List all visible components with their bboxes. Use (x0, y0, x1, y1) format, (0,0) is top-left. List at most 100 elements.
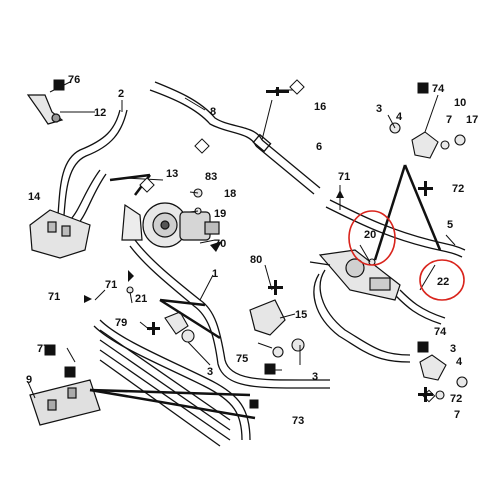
pointer-bottom-1 (89, 388, 251, 397)
label-14: 14 (28, 191, 41, 203)
label-8: 8 (210, 106, 216, 118)
pipe-8 (154, 81, 263, 141)
small-fittings (126, 188, 376, 358)
label-71c: 71 (48, 291, 60, 303)
label-7a: 7 (446, 114, 452, 126)
label-72a: 72 (452, 183, 464, 195)
bracket-9 (29, 379, 101, 426)
pipe-15 (319, 269, 411, 356)
pointer-13-a (109, 173, 151, 182)
label-71b: 71 (105, 279, 117, 291)
square-markers (44, 79, 436, 409)
marker-74b (417, 341, 429, 353)
label-3a: 3 (376, 103, 382, 115)
label-73: 73 (292, 415, 304, 427)
label-22: 22 (437, 276, 449, 288)
steering-rack (309, 249, 401, 301)
cross-79 (147, 322, 160, 335)
label-72b: 72 (450, 393, 462, 405)
label-18: 18 (224, 188, 236, 200)
part-labels: 76 12 2 8 16 3 74 10 4 1 7 7 72 13 83 6 7… (26, 74, 478, 427)
pipe-5-inner (325, 206, 463, 258)
cooler-tube-3 (99, 349, 231, 441)
pipe-rack-out-inner (395, 295, 442, 325)
label-70: 70 (214, 238, 226, 250)
pipe-2-inner (63, 109, 128, 216)
plus-16 (266, 87, 289, 96)
label-71a: 71 (338, 171, 350, 183)
pipe-rack-out (399, 289, 446, 319)
leader-lines (27, 81, 456, 399)
pipe-network (57, 81, 466, 447)
pipe-73 (99, 319, 251, 441)
label-21: 21 (135, 293, 147, 305)
marker-77 (44, 344, 56, 356)
label-76: 76 (68, 74, 80, 86)
bracket-14 (29, 209, 91, 259)
arrow-71c (128, 270, 134, 282)
pipe-6-inner (255, 145, 315, 195)
cooler-tube-2 (99, 339, 231, 431)
highlight-22 (419, 259, 465, 301)
label-4b: 4 (456, 356, 463, 368)
pipe-8-inner (149, 89, 257, 147)
hose-clamp (252, 133, 272, 153)
pointer-rack-right (403, 164, 442, 251)
plus-80 (268, 280, 283, 295)
arrow-70 (210, 241, 222, 252)
marker-73 (249, 399, 259, 409)
marker-74a (417, 82, 429, 94)
label-16: 16 (314, 101, 326, 113)
label-3b: 3 (450, 343, 456, 355)
label-75: 75 (236, 353, 248, 365)
pipe-2 (57, 109, 121, 216)
label-3d: 3 (312, 371, 318, 383)
label-4a: 4 (396, 111, 403, 123)
marker-83 (194, 138, 210, 154)
label-80: 80 (250, 254, 262, 266)
pipe-15-inner (313, 273, 411, 363)
pipe-5 (329, 199, 466, 251)
plus-72a (418, 181, 433, 196)
plus-markers (84, 87, 433, 402)
bracket-80 (249, 299, 286, 336)
plus-72b (418, 387, 433, 402)
marker-75 (264, 363, 276, 375)
label-20: 20 (364, 229, 376, 241)
pipe-73-inner (93, 325, 243, 441)
clip-12 (26, 94, 64, 125)
fittings-bottom-right (419, 354, 468, 400)
label-7b: 7 (454, 409, 460, 421)
power-steering-pump (121, 202, 220, 248)
label-1: 1 (212, 268, 218, 280)
label-83: 83 (205, 171, 217, 183)
cooler-tube-1 (99, 329, 231, 421)
pointer-1-b (159, 298, 221, 340)
marker-16 (289, 79, 305, 95)
pointer-bottom-2 (89, 388, 256, 420)
label-3c: 3 (207, 366, 213, 378)
pointer-rack-left (373, 164, 407, 261)
pointer-1-a (159, 298, 206, 307)
label-74b: 74 (434, 326, 447, 338)
highlights (348, 210, 465, 301)
label-2: 2 (118, 88, 124, 100)
label-5: 5 (447, 219, 453, 231)
marker-76 (53, 79, 65, 91)
label-79: 79 (115, 317, 127, 329)
pipe-14a (69, 169, 101, 221)
arrow-71a (336, 190, 344, 198)
label-12: 12 (94, 107, 106, 119)
label-9: 9 (26, 374, 32, 386)
marker-bottom-left (64, 366, 76, 378)
label-6: 6 (316, 141, 322, 153)
label-19: 19 (214, 208, 226, 220)
highlight-20 (348, 210, 396, 266)
label-13: 13 (166, 168, 178, 180)
pipe-1 (134, 239, 330, 381)
marker-13 (139, 177, 155, 193)
label-10: 10 (454, 97, 466, 109)
arrow-71b (84, 295, 92, 303)
